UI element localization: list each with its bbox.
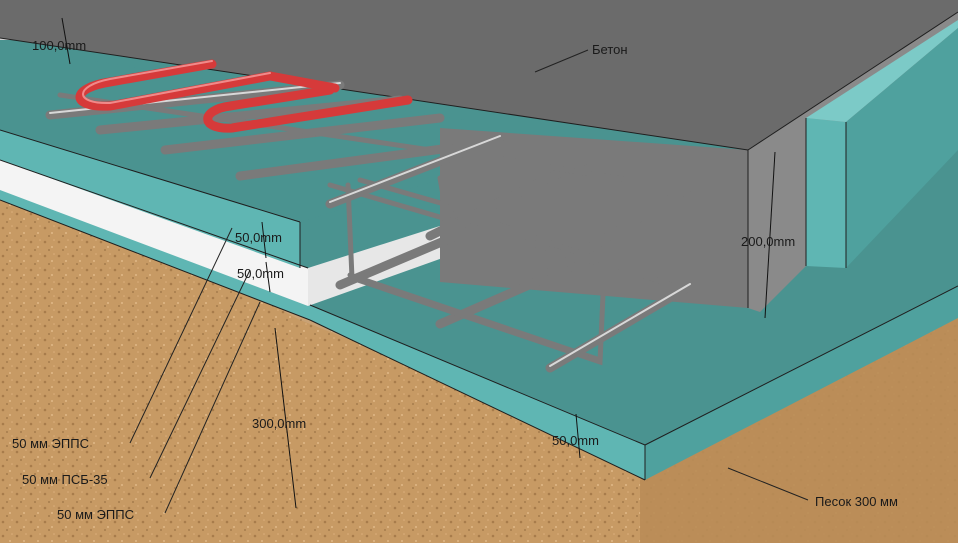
edge-xps-front	[806, 118, 846, 268]
xps-top-top	[0, 46, 465, 222]
dim-edge-insulation: 50,0mm	[552, 433, 599, 448]
xps-top-front	[0, 130, 300, 268]
outline-edges	[0, 11, 958, 481]
label-eps-top: 50 мм ЭППС	[12, 436, 89, 451]
xps-bottom-side	[645, 286, 958, 480]
leader-lines	[129, 49, 809, 514]
sand-side-face	[640, 318, 958, 543]
dim-layer-2: 50,0mm	[237, 266, 284, 281]
concrete-front	[440, 128, 748, 308]
edge-xps-top	[806, 20, 958, 122]
edge-xps-side	[846, 28, 958, 268]
label-sand: Песок 300 мм	[815, 494, 898, 509]
concrete-top	[0, 0, 958, 150]
dim-wall-height: 200,0mm	[741, 234, 795, 249]
label-psb: 50 мм ПСБ-35	[22, 472, 108, 487]
label-eps-bottom: 50 мм ЭППС	[57, 507, 134, 522]
dimension-lines	[61, 17, 776, 509]
psb-layer-front	[0, 152, 308, 306]
heating-pipe	[75, 59, 413, 133]
label-concrete: Бетон	[592, 42, 628, 57]
xps-bottom-front-right	[310, 305, 645, 480]
dim-layer-1: 50,0mm	[235, 230, 282, 245]
dim-slab-top: 100,0mm	[32, 38, 86, 53]
dim-sand-depth: 300,0mm	[252, 416, 306, 431]
